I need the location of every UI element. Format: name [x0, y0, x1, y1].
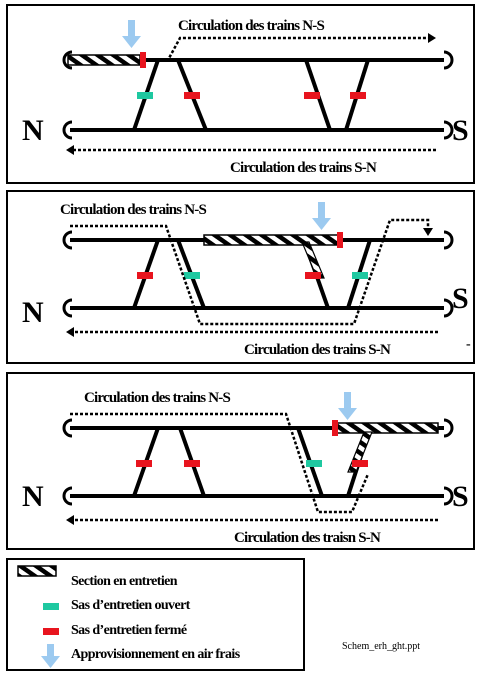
track-end-south: [443, 230, 454, 250]
label-north: N: [22, 480, 44, 513]
panel-2: Circulation des trains N-S Circulation d…: [6, 190, 475, 364]
closed-airlock-icon: [43, 628, 59, 635]
track-end-south: [443, 50, 454, 70]
fresh-air-arrow-icon: [338, 392, 357, 420]
closed-airlock: [184, 460, 200, 467]
closed-airlock: [305, 272, 321, 279]
fresh-air-arrow-icon: [312, 202, 331, 230]
arrowhead: [66, 327, 74, 337]
open-airlock: [137, 92, 153, 99]
track-end-south: [443, 298, 454, 318]
caption-north-south: Circulation des trains N-S: [60, 202, 206, 218]
fresh-air-arrow-icon: [41, 644, 60, 668]
closed-airlock: [184, 92, 200, 99]
arrowhead: [423, 228, 433, 236]
arrowhead: [66, 515, 74, 525]
legend-closed-airlock: Sas d’entretien fermé: [71, 623, 187, 638]
caption-south-north: Circulation des trains S-N: [230, 160, 377, 176]
legend-fresh-air: Approvisionnement en air frais: [71, 647, 240, 662]
panel-1: Circulation des trains N-S Circulation d…: [6, 4, 475, 184]
closed-airlock: [137, 272, 153, 279]
label-south: S: [452, 114, 469, 147]
closed-airlock: [140, 52, 146, 68]
north-south-route: [70, 218, 430, 326]
legend-icons: [17, 565, 60, 668]
label-south: S: [452, 282, 469, 315]
maintenance-section: [301, 241, 325, 279]
arrowhead: [428, 33, 436, 43]
caption-south-north: Circulation des traisn S-N: [234, 530, 381, 546]
track-end-south: [443, 120, 454, 140]
open-airlock: [184, 272, 200, 279]
panel-1-diagram: Circulation des trains N-S Circulation d…: [22, 18, 469, 176]
track-end-north: [62, 120, 73, 140]
legend: Section en entretien Sas d’entretien ouv…: [6, 558, 305, 671]
legend-maintenance-section: Section en entretien: [71, 574, 178, 589]
closed-airlock: [332, 420, 338, 436]
hatched-section-icon: [17, 565, 57, 577]
label-north: N: [22, 114, 44, 147]
track-end-north: [62, 486, 73, 506]
caption-north-south: Circulation des trains N-S: [84, 390, 230, 406]
maintenance-section: [203, 234, 339, 246]
closed-airlock: [304, 92, 320, 99]
maintenance-section: [335, 422, 439, 434]
label-south: S: [452, 480, 469, 513]
label-north: N: [22, 296, 44, 329]
legend-open-airlock: Sas d’entretien ouvert: [71, 598, 190, 613]
open-airlock: [306, 460, 322, 467]
open-airlock-icon: [43, 603, 59, 610]
closed-airlock: [337, 232, 343, 248]
stray-mark: -: [466, 337, 471, 352]
caption-north-south: Circulation des trains N-S: [178, 18, 324, 34]
fresh-air-arrow-icon: [122, 20, 141, 48]
panel-3-diagram: Circulation des trains N-S Circulation d…: [22, 390, 469, 546]
maintenance-section: [67, 54, 141, 66]
track-end-south: [443, 418, 454, 438]
north-south-route: [70, 412, 370, 514]
closed-airlock: [352, 460, 368, 467]
track-end-north: [62, 50, 73, 70]
track-end-north: [62, 230, 73, 250]
panel-2-diagram: Circulation des trains N-S Circulation d…: [22, 202, 469, 358]
open-airlock: [352, 272, 368, 279]
panel-3: Circulation des trains N-S Circulation d…: [6, 372, 475, 550]
caption-south-north: Circulation des trains S-N: [244, 342, 391, 358]
file-name-note: Schem_erh_ght.ppt: [342, 641, 421, 652]
closed-airlock: [136, 460, 152, 467]
north-south-route: [146, 36, 432, 62]
track-end-north: [62, 418, 73, 438]
closed-airlock: [350, 92, 366, 99]
track-end-south: [443, 486, 454, 506]
track-end-north: [62, 298, 73, 318]
arrowhead: [66, 145, 74, 155]
